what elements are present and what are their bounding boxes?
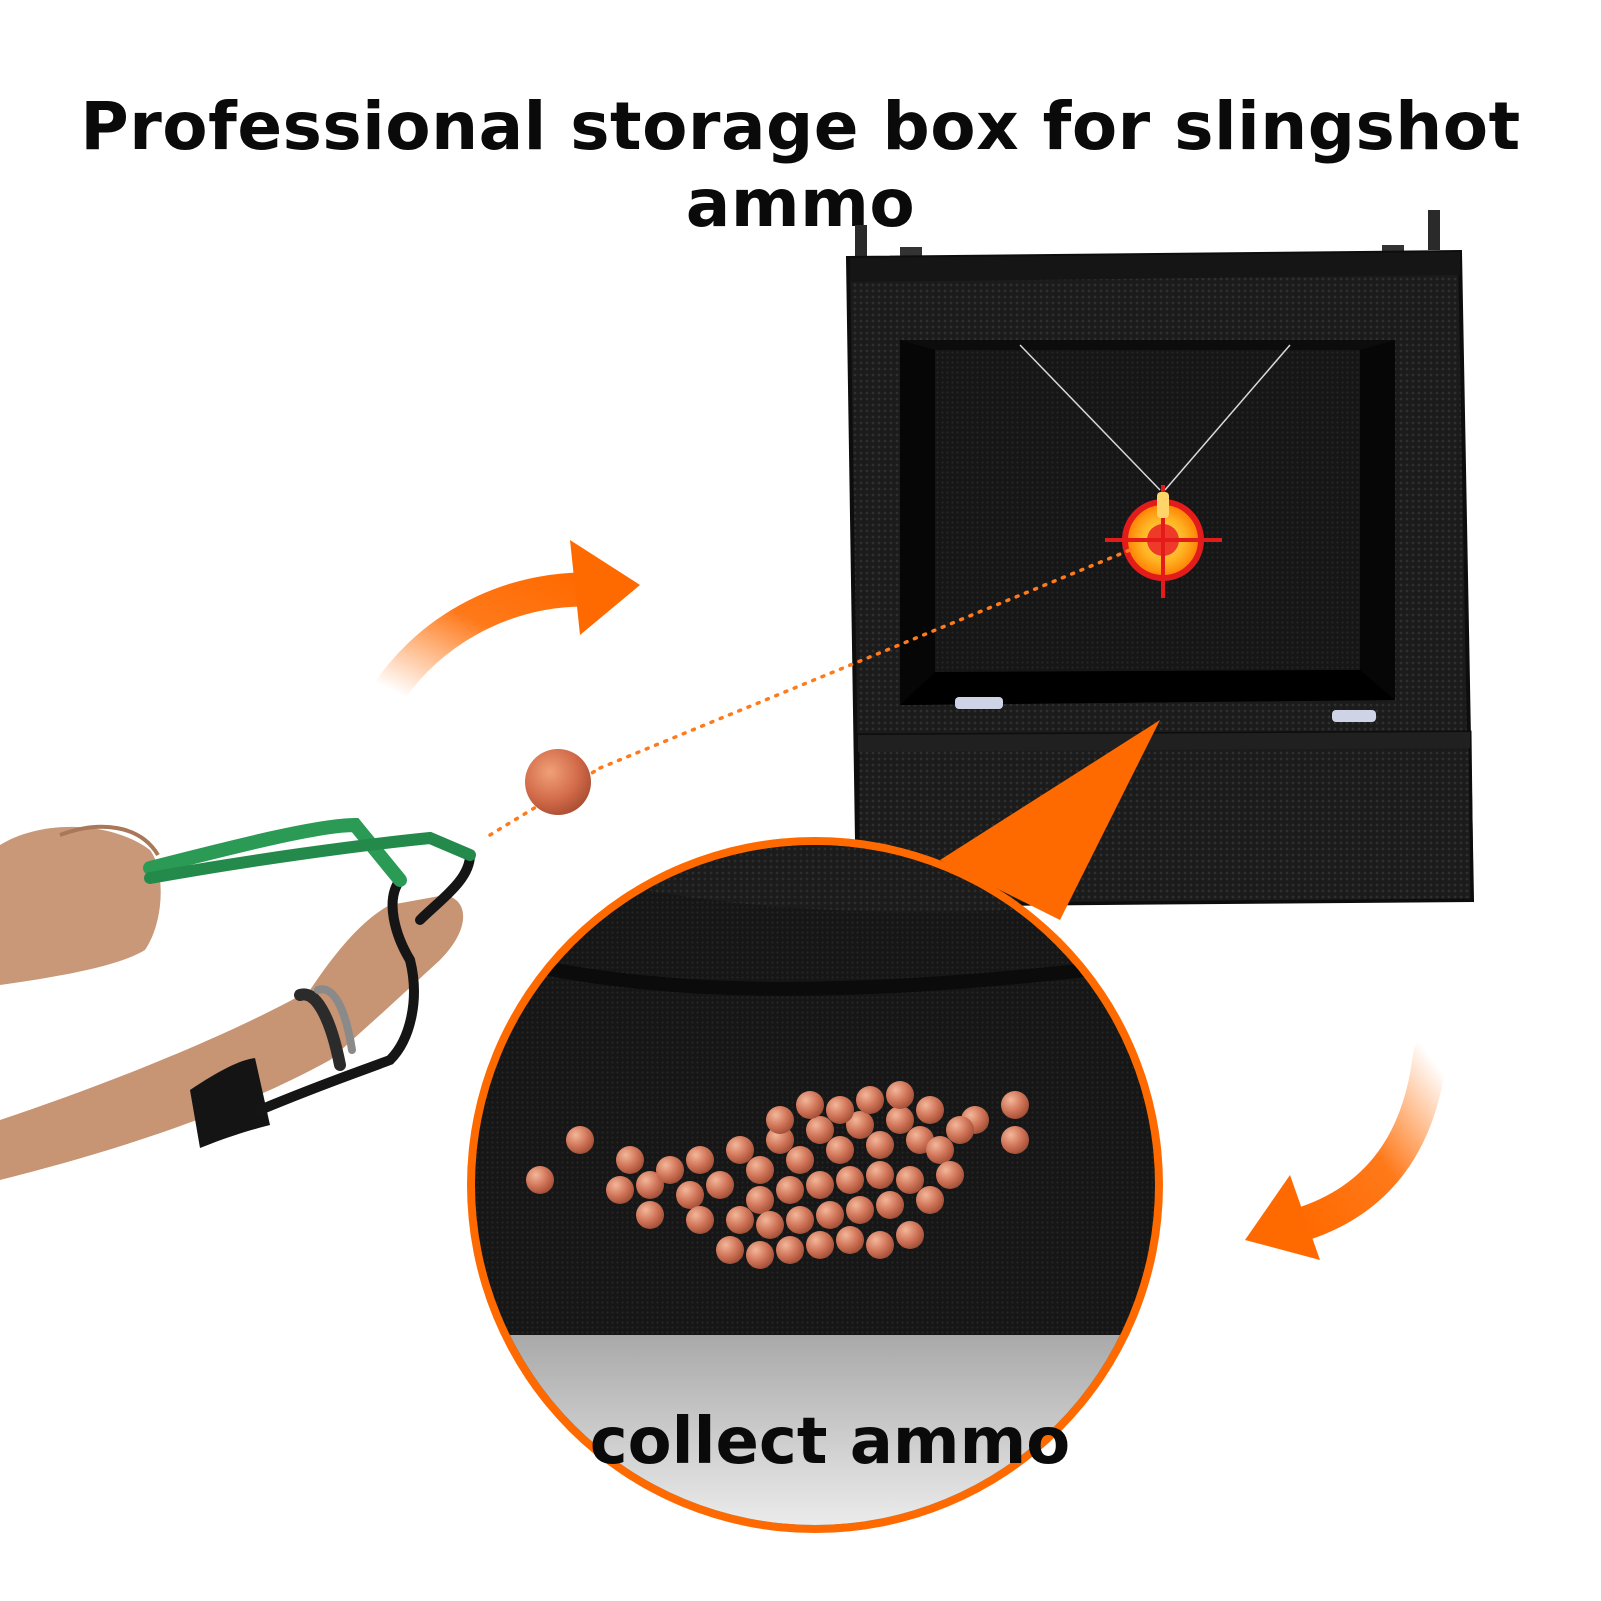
ammo-pellet (916, 1186, 944, 1214)
ammo-pellet (816, 1201, 844, 1229)
ammo-pellet (796, 1091, 824, 1119)
ammo-pile (526, 1081, 1029, 1269)
headline: Professional storage box for slingshot a… (80, 88, 1521, 242)
ammo-pellet (766, 1126, 794, 1154)
arrow-icon (1245, 1038, 1447, 1260)
ammo-pellet (686, 1146, 714, 1174)
ammo-pellet (806, 1171, 834, 1199)
ammo-pellet (866, 1161, 894, 1189)
ammo-pellet (676, 1181, 704, 1209)
ammo-pellet (826, 1136, 854, 1164)
ammo-ball-icon (525, 749, 591, 815)
ammo-pellet (866, 1131, 894, 1159)
ammo-pellet (806, 1231, 834, 1259)
lens-label: collect ammo (589, 1405, 1071, 1479)
ammo-pellet (756, 1211, 784, 1239)
ammo-pellet (776, 1236, 804, 1264)
ammo-pellet (726, 1136, 754, 1164)
ammo-pellet (926, 1136, 954, 1164)
ammo-pellet (706, 1171, 734, 1199)
slingshot-icon (0, 817, 476, 1180)
trajectory-line (488, 548, 1132, 837)
zoom-funnel (940, 720, 1160, 920)
ammo-pellet (856, 1086, 884, 1114)
ammo-pellet (826, 1096, 854, 1124)
ammo-pellet (866, 1231, 894, 1259)
ammo-pellet (686, 1206, 714, 1234)
ammo-pellet (846, 1111, 874, 1139)
zoom-lens (467, 837, 1163, 1533)
arrow-icon (373, 540, 640, 707)
ammo-pellet (896, 1221, 924, 1249)
ammo-pellet (566, 1126, 594, 1154)
ammo-pellet (526, 1166, 554, 1194)
ammo-pellet (806, 1116, 834, 1144)
ammo-pellet (916, 1096, 944, 1124)
ammo-pellet (716, 1236, 744, 1264)
ammo-pellet (876, 1191, 904, 1219)
target-icon (1105, 485, 1222, 598)
ammo-pellet (786, 1206, 814, 1234)
ammo-pellet (606, 1176, 634, 1204)
ammo-pellet (946, 1116, 974, 1144)
ammo-pellet (786, 1146, 814, 1174)
ammo-pellet (836, 1166, 864, 1194)
ammo-pellet (776, 1176, 804, 1204)
ammo-pellet (616, 1146, 644, 1174)
ammo-pellet (886, 1081, 914, 1109)
ammo-pellet (746, 1156, 774, 1184)
ammo-pellet (746, 1186, 774, 1214)
ammo-pellet (656, 1156, 684, 1184)
ammo-pellet (846, 1196, 874, 1224)
ammo-pellet (636, 1201, 664, 1229)
ammo-pellet (766, 1106, 794, 1134)
ammo-pellet (1001, 1091, 1029, 1119)
ammo-pellet (636, 1171, 664, 1199)
ammo-pellet (746, 1241, 774, 1269)
ammo-pellet (726, 1206, 754, 1234)
ammo-pellet (936, 1161, 964, 1189)
ammo-pellet (1001, 1126, 1029, 1154)
ammo-pellet (886, 1106, 914, 1134)
ammo-pellet (896, 1166, 924, 1194)
ammo-pellet (836, 1226, 864, 1254)
